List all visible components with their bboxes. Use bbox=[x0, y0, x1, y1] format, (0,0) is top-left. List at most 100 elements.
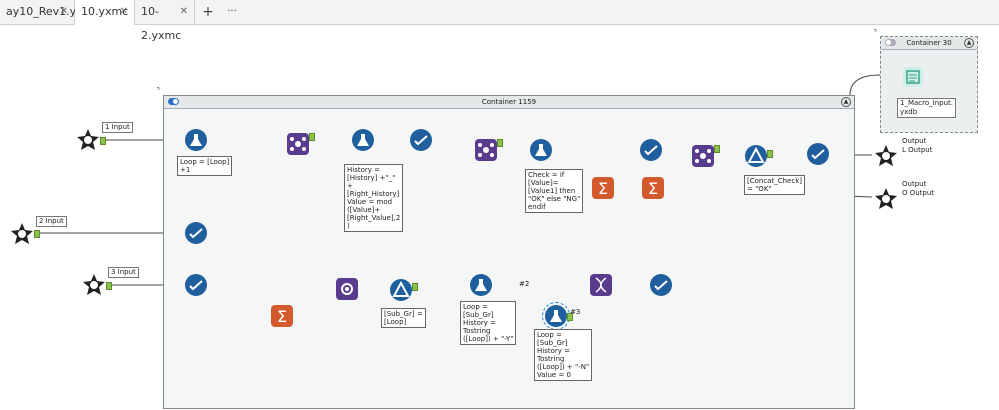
join-tool-3[interactable] bbox=[692, 145, 714, 167]
add-tab-icon[interactable]: + bbox=[202, 4, 214, 20]
formula-tool-3[interactable] bbox=[530, 139, 552, 161]
input-2-label: 2 Input bbox=[36, 216, 67, 227]
macro-output-o-tool[interactable] bbox=[874, 187, 898, 211]
tab-bar: ay10_Rev1.yxmd ✕ 10.yxmc ✕ 10-2.yxmc ✕ +… bbox=[0, 0, 999, 42]
formula-flask-icon bbox=[190, 134, 202, 146]
join-output-anchor[interactable] bbox=[714, 145, 720, 153]
close-icon[interactable]: ✕ bbox=[179, 6, 188, 17]
filter-tool-2[interactable] bbox=[390, 279, 412, 301]
select-check-icon bbox=[189, 280, 203, 291]
sigma-icon: Σ bbox=[598, 179, 608, 198]
filter-true-anchor[interactable] bbox=[767, 150, 773, 158]
summarize-tool-3[interactable]: Σ bbox=[271, 305, 293, 327]
formula-flask-icon bbox=[550, 310, 562, 322]
select-check-icon bbox=[189, 228, 203, 239]
summarize-tool-1[interactable]: Σ bbox=[592, 177, 614, 199]
filter-triangle-icon bbox=[392, 280, 410, 297]
container-title-text: Container 1159 bbox=[481, 98, 537, 106]
macro-input-2-tool[interactable] bbox=[10, 222, 34, 246]
svg-text:Σ: Σ bbox=[277, 307, 287, 326]
collapse-icon[interactable]: ▲ bbox=[841, 97, 851, 107]
close-icon[interactable]: ✕ bbox=[59, 6, 68, 17]
output-anchor[interactable] bbox=[34, 230, 40, 238]
formula-2-annotation: History = [History] +"_" + [Right_Histor… bbox=[344, 164, 404, 232]
join-icon bbox=[290, 137, 306, 151]
tab-10-yxmc[interactable]: 10.yxmc ✕ bbox=[75, 0, 135, 25]
input-1-label: 1 Input bbox=[102, 122, 133, 133]
output-star-icon bbox=[875, 145, 897, 166]
container-30[interactable]: Container 30 ▲ bbox=[880, 36, 978, 133]
formula-flask-icon bbox=[357, 134, 369, 146]
join-tool-2[interactable] bbox=[475, 139, 497, 161]
output-anchor[interactable] bbox=[567, 313, 573, 321]
container-toggle[interactable] bbox=[168, 98, 179, 105]
macro-input-label: 1_Macro_Input. yxdb bbox=[897, 98, 956, 118]
tab-label: 10.yxmc bbox=[81, 5, 129, 18]
filter-1-annotation: [Concat_Check] = "OK" bbox=[744, 175, 805, 195]
formula-tool-1[interactable] bbox=[185, 129, 207, 151]
connection-label-2: #2 bbox=[519, 280, 530, 288]
formula-tool-2[interactable] bbox=[352, 129, 374, 151]
select-tool-4[interactable] bbox=[185, 222, 207, 244]
container-title-text: Container 30 bbox=[906, 39, 952, 47]
container-1159[interactable]: Container 1159 ▲ bbox=[163, 95, 855, 409]
append-fields-tool[interactable] bbox=[336, 278, 358, 300]
join-tool-1[interactable] bbox=[287, 133, 309, 155]
union-tool[interactable] bbox=[590, 274, 612, 296]
summarize-tool-2[interactable]: Σ bbox=[642, 177, 664, 199]
macro-input-tool[interactable] bbox=[903, 67, 923, 87]
svg-text:Σ: Σ bbox=[598, 179, 608, 198]
tab-ay10-rev1[interactable]: ay10_Rev1.yxmd ✕ bbox=[0, 0, 100, 24]
more-tabs-icon[interactable]: ··· bbox=[227, 6, 237, 17]
container-title[interactable]: Container 1159 ▲ bbox=[164, 96, 854, 109]
select-check-icon bbox=[644, 145, 658, 156]
join-icon bbox=[695, 149, 711, 163]
macro-output-l-tool[interactable] bbox=[874, 144, 898, 168]
formula-4-annotation: Loop = [Sub_Gr] History = Tostring ([Loo… bbox=[460, 301, 517, 345]
macro-input-3-tool[interactable] bbox=[82, 273, 106, 297]
join-output-anchor[interactable] bbox=[309, 133, 315, 141]
filter-2-annotation: [Sub_Gr] = [Loop] bbox=[381, 308, 426, 328]
macro-input-icon bbox=[906, 70, 920, 84]
input-star-icon bbox=[83, 274, 105, 295]
output-o-label: Output O Output bbox=[902, 180, 935, 197]
select-tool-5[interactable] bbox=[185, 274, 207, 296]
select-tool-6[interactable] bbox=[650, 274, 672, 296]
workflow-canvas[interactable]: Container 1159 ▲ ⁵ Container 30 ▲ ⁵ 1_Ma… bbox=[0, 25, 999, 410]
dna-icon bbox=[595, 277, 607, 293]
input-star-icon bbox=[77, 129, 99, 150]
container-toggle[interactable] bbox=[885, 39, 896, 46]
filter-true-anchor[interactable] bbox=[412, 283, 418, 291]
formula-flask-icon bbox=[475, 279, 487, 291]
join-output-anchor[interactable] bbox=[497, 139, 503, 147]
gear-icon bbox=[341, 283, 353, 295]
svg-text:Σ: Σ bbox=[648, 179, 658, 198]
macro-input-1-tool[interactable] bbox=[76, 128, 100, 152]
close-icon[interactable]: ✕ bbox=[119, 6, 128, 17]
filter-tool-1[interactable] bbox=[745, 145, 767, 167]
filter-triangle-icon bbox=[747, 146, 765, 163]
select-tool-1[interactable] bbox=[410, 129, 432, 151]
tab-label: 10-2.yxmc bbox=[141, 5, 182, 42]
input-star-icon bbox=[11, 223, 33, 244]
input-3-label: 3 Input bbox=[108, 267, 139, 278]
connection-label-3: #3 bbox=[570, 308, 581, 316]
formula-tool-4[interactable] bbox=[470, 274, 492, 296]
formula-flask-icon bbox=[535, 144, 547, 156]
container-pin-icon: ⁵ bbox=[874, 28, 877, 36]
container-title[interactable]: Container 30 ▲ bbox=[881, 37, 977, 50]
select-check-icon bbox=[414, 135, 428, 146]
output-anchor[interactable] bbox=[106, 282, 112, 290]
select-tool-3[interactable] bbox=[807, 143, 829, 165]
output-anchor[interactable] bbox=[100, 137, 106, 145]
collapse-icon[interactable]: ▲ bbox=[964, 38, 974, 48]
output-l-label: Output L Output bbox=[902, 137, 933, 154]
select-check-icon bbox=[811, 149, 825, 160]
select-check-icon bbox=[654, 280, 668, 291]
formula-tool-5[interactable] bbox=[542, 302, 570, 330]
select-tool-2[interactable] bbox=[640, 139, 662, 161]
tab-10-2-yxmc[interactable]: 10-2.yxmc ✕ bbox=[135, 0, 195, 42]
join-icon bbox=[478, 143, 494, 157]
container-pin-icon: ⁵ bbox=[157, 86, 160, 94]
formula-1-annotation: Loop = [Loop] +1 bbox=[177, 156, 233, 176]
